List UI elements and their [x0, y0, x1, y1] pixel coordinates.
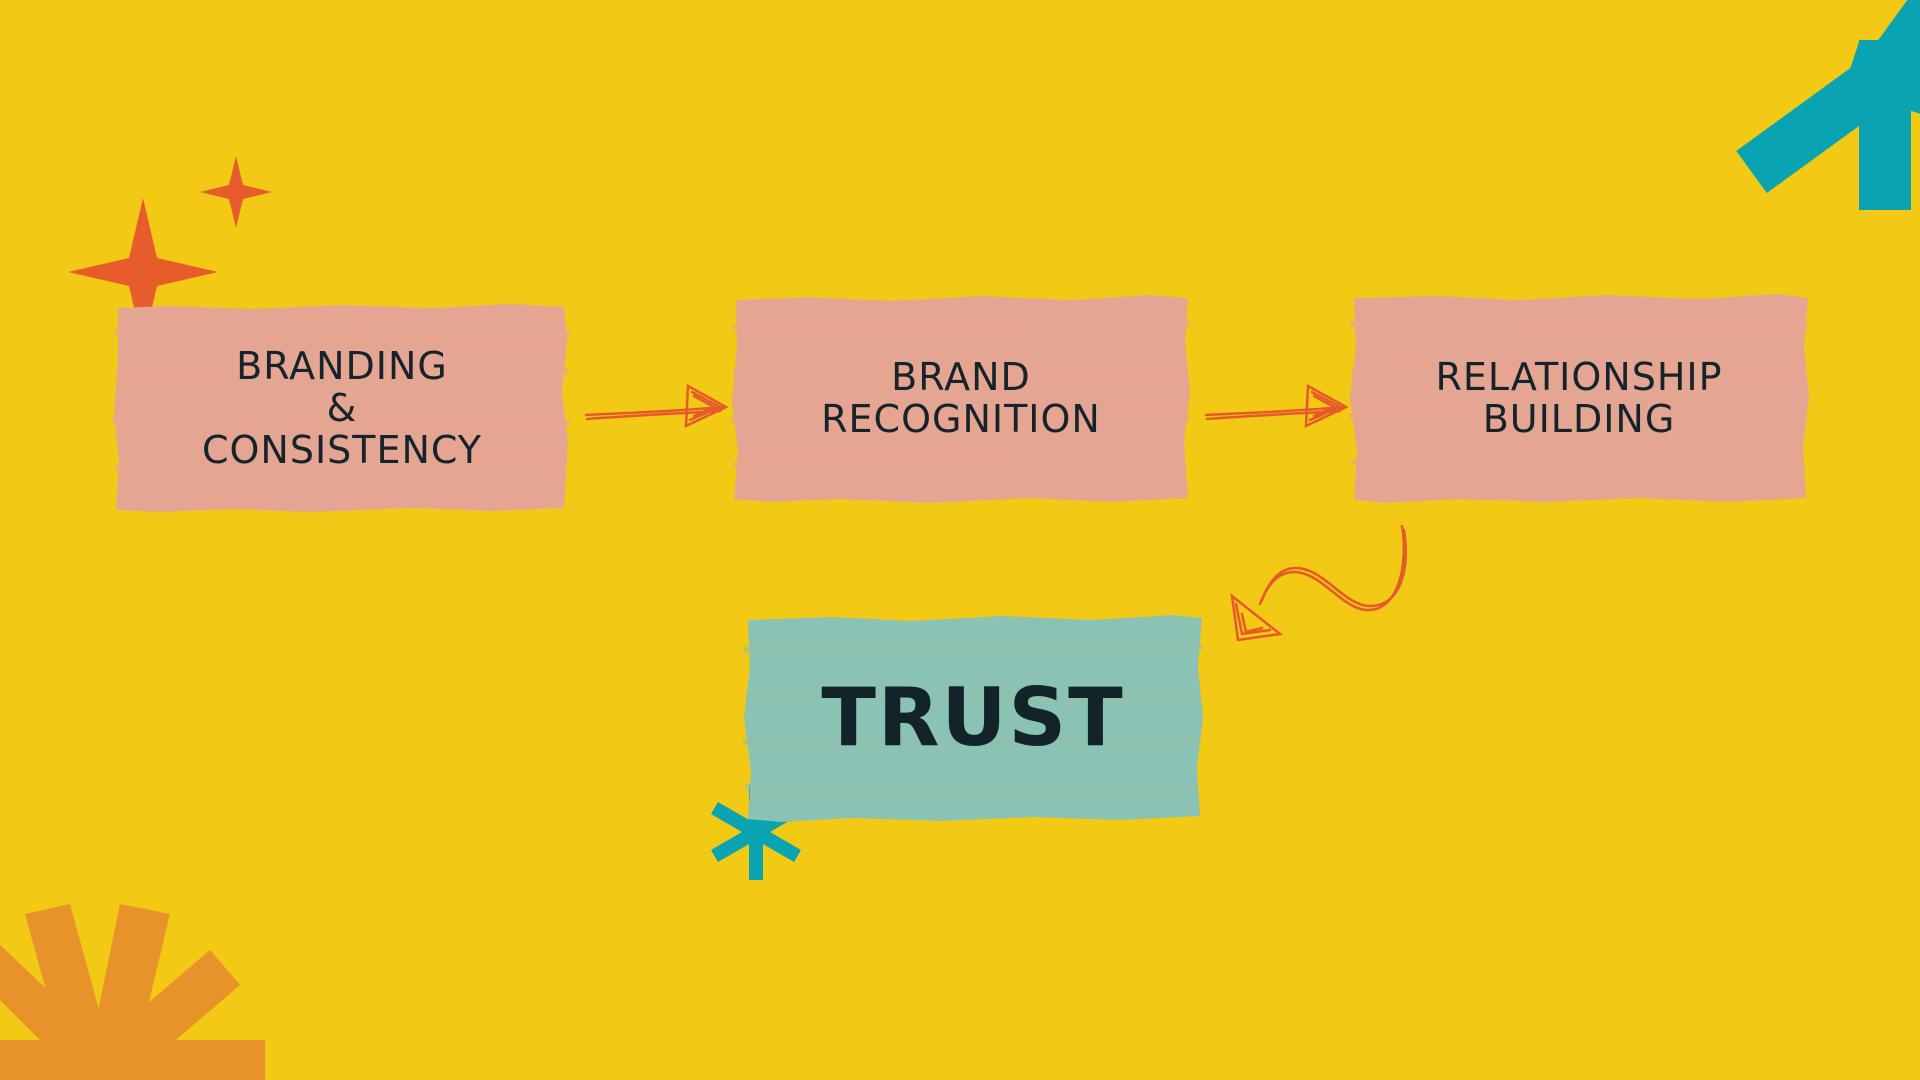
node-background	[742, 615, 1203, 822]
arrow-relationship-to-trust	[1230, 524, 1408, 642]
arrow-branding-to-recognition	[584, 383, 729, 429]
node-label: TRUST	[821, 675, 1124, 761]
node-label-line: TRUST	[821, 671, 1125, 764]
node-label: BRANDING & CONSISTENCY	[202, 345, 482, 471]
node-background	[111, 304, 571, 512]
node-branding-consistency: BRANDING & CONSISTENCY	[111, 302, 572, 514]
node-label-line: CONSISTENCY	[201, 428, 483, 472]
node-label: RELATIONSHIP BUILDING	[1435, 356, 1722, 440]
node-label-line: &	[326, 386, 358, 430]
node-label-line: RECOGNITION	[821, 397, 1101, 441]
node-brand-recognition: BRAND RECOGNITION	[730, 292, 1192, 504]
node-label-line: RELATIONSHIP	[1435, 355, 1723, 399]
node-label-line: BRANDING	[236, 344, 448, 388]
sunburst-icon	[0, 904, 265, 1080]
large-four-point-star-icon	[68, 198, 218, 346]
corner-asterisk-icon	[1736, 0, 1920, 210]
node-background	[1348, 294, 1809, 503]
node-label-line: BUILDING	[1482, 397, 1676, 441]
node-relationship-building: RELATIONSHIP BUILDING	[1348, 292, 1810, 504]
arrow-recognition-to-relationship	[1204, 383, 1349, 429]
node-trust: TRUST	[742, 612, 1204, 824]
small-four-point-star-icon	[200, 156, 272, 228]
node-label: BRAND RECOGNITION	[821, 356, 1101, 440]
node-label-line: BRAND	[891, 355, 1031, 399]
node-background	[730, 295, 1191, 503]
